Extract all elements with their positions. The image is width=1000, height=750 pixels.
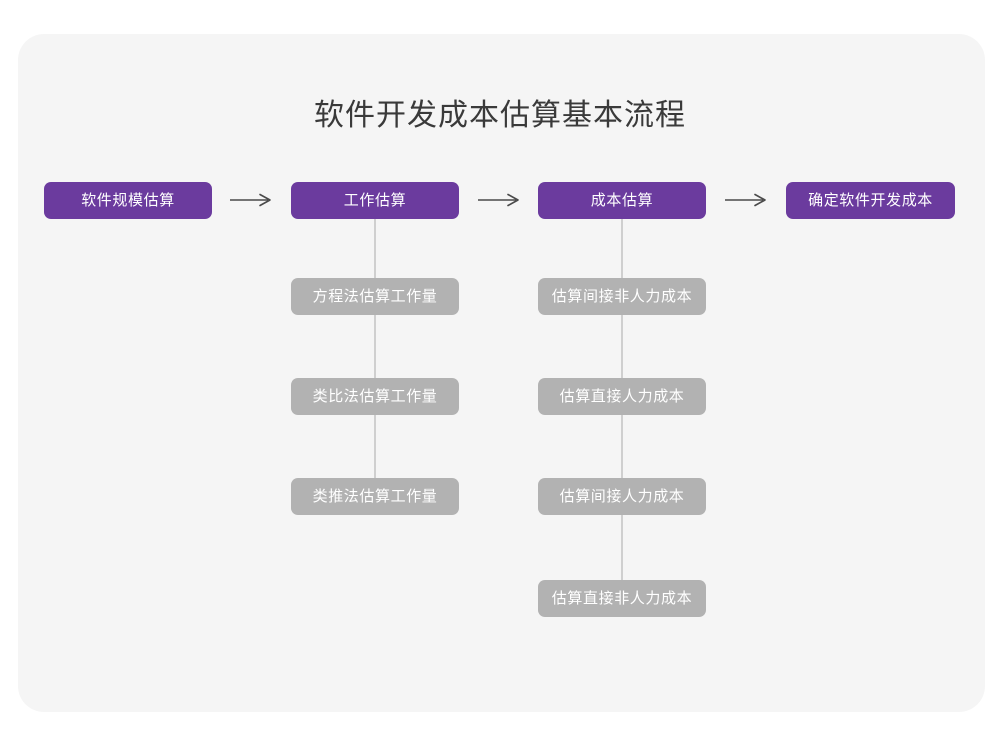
work-substep-label: 类比法估算工作量 [312, 388, 438, 405]
arrow-step1-step2 [229, 193, 273, 207]
cost-substep-label: 估算直接非人力成本 [551, 590, 693, 607]
work-substep-3[interactable]: 类推法估算工作量 [291, 478, 459, 515]
main-step-label: 软件规模估算 [81, 192, 175, 209]
main-step-4[interactable]: 确定软件开发成本 [786, 182, 955, 219]
page-title: 软件开发成本估算基本流程 [314, 99, 686, 132]
cost-substep-4[interactable]: 估算直接非人力成本 [538, 580, 706, 617]
vline-work-branch [374, 219, 376, 481]
content-card [18, 34, 985, 712]
work-substep-label: 类推法估算工作量 [312, 488, 438, 505]
cost-substep-1[interactable]: 估算间接非人力成本 [538, 278, 706, 315]
cost-substep-label: 估算间接非人力成本 [551, 288, 693, 305]
work-substep-label: 方程法估算工作量 [312, 288, 438, 305]
main-step-label: 成本估算 [590, 192, 654, 209]
work-substep-1[interactable]: 方程法估算工作量 [291, 278, 459, 315]
cost-substep-label: 估算直接人力成本 [559, 388, 685, 405]
main-step-1[interactable]: 软件规模估算 [44, 182, 212, 219]
arrow-step3-step4 [724, 193, 768, 207]
cost-substep-label: 估算间接人力成本 [559, 488, 685, 505]
main-step-3[interactable]: 成本估算 [538, 182, 706, 219]
main-step-2[interactable]: 工作估算 [291, 182, 459, 219]
cost-substep-3[interactable]: 估算间接人力成本 [538, 478, 706, 515]
work-substep-2[interactable]: 类比法估算工作量 [291, 378, 459, 415]
arrow-step2-step3 [477, 193, 521, 207]
cost-substep-2[interactable]: 估算直接人力成本 [538, 378, 706, 415]
main-step-label: 工作估算 [343, 192, 407, 209]
main-step-label: 确定软件开发成本 [808, 192, 933, 209]
